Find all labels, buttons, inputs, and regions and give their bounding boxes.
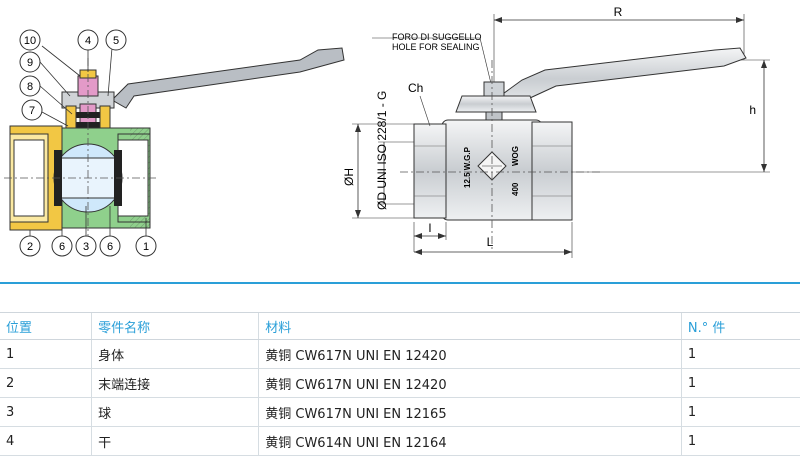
callout-3: 3	[75, 206, 97, 257]
table-header-row: 位置 零件名称 材料 N.° 件	[0, 312, 800, 340]
callout-8: 8	[19, 75, 73, 115]
header-material: 材料	[258, 312, 682, 340]
cell-position: 3	[0, 397, 92, 427]
mark-wog: WOG	[511, 146, 520, 166]
cell-part-name: 末端连接	[91, 368, 259, 398]
callout-2: 2	[19, 230, 41, 257]
hex-left	[413, 123, 447, 219]
dim-thread: ØD UNI ISO 228/1 - G	[375, 91, 389, 210]
hex-right	[531, 121, 573, 221]
callout-10: 10	[19, 29, 81, 77]
cell-material: 黄铜 CW617N UNI EN 12420	[258, 339, 682, 369]
svg-text:3: 3	[83, 241, 89, 253]
seal-label-it: FORO DI SUGGELLO	[392, 32, 482, 42]
cell-quantity: 1	[680, 426, 800, 456]
header-quantity: N.° 件	[680, 312, 800, 340]
section-divider	[0, 282, 800, 284]
table-row: 3 球 黄铜 CW617N UNI EN 12165 1	[0, 397, 800, 427]
cell-part-name: 球	[91, 397, 259, 427]
svg-text:10: 10	[24, 35, 36, 47]
header-part-name: 零件名称	[91, 312, 259, 340]
cell-part-name: 干	[91, 426, 259, 456]
dim-l: l	[429, 221, 432, 235]
table-row: 2 末端连接 黄铜 CW617N UNI EN 12420 1	[0, 368, 800, 398]
dim-H: ØH	[342, 168, 356, 186]
callout-6-left: 6	[51, 206, 73, 257]
callout-1: 1	[135, 218, 157, 257]
exterior-lever	[499, 47, 747, 111]
section-view: 10 4 5 9 8 7 2	[4, 29, 345, 257]
cell-quantity: 1	[680, 368, 800, 398]
table-row: 1 身体 黄铜 CW617N UNI EN 12420 1	[0, 339, 800, 369]
parts-table: 位置 零件名称 材料 N.° 件 1 身体 黄铜 CW617N UNI EN 1…	[0, 312, 800, 456]
dim-Ch: Ch	[408, 81, 423, 95]
callout-6-right: 6	[99, 206, 121, 257]
technical-drawing: 10 4 5 9 8 7 2	[4, 5, 770, 258]
callout-5: 5	[105, 29, 127, 97]
svg-text:8: 8	[27, 81, 33, 93]
cell-quantity: 1	[680, 397, 800, 427]
callout-4: 4	[77, 29, 99, 72]
svg-text:6: 6	[59, 241, 65, 253]
cell-material: 黄铜 CW617N UNI EN 12420	[258, 368, 682, 398]
svg-text:7: 7	[29, 105, 35, 117]
cell-position: 1	[0, 339, 92, 369]
dim-h: h	[749, 103, 756, 117]
table-row: 4 干 黄铜 CW614N UNI EN 12164 1	[0, 426, 800, 456]
dim-R: R	[614, 5, 623, 19]
mark-wgp: 12.5 W.G.P	[463, 146, 472, 188]
cell-part-name: 身体	[91, 339, 259, 369]
cell-material: 黄铜 CW614N UNI EN 12164	[258, 426, 682, 456]
cell-position: 4	[0, 426, 92, 456]
cell-position: 2	[0, 368, 92, 398]
svg-text:4: 4	[85, 35, 91, 47]
svg-text:9: 9	[27, 57, 33, 69]
exterior-view: R FORO DI SUGGELLO HOLE FOR SEALING h 1	[342, 5, 770, 258]
cell-quantity: 1	[680, 339, 800, 369]
seal-label-en: HOLE FOR SEALING	[392, 42, 480, 52]
svg-text:6: 6	[107, 241, 113, 253]
header-position: 位置	[0, 312, 92, 340]
callout-9: 9	[19, 51, 71, 97]
svg-text:1: 1	[143, 241, 149, 253]
cell-material: 黄铜 CW617N UNI EN 12165	[258, 397, 682, 427]
svg-text:2: 2	[27, 241, 33, 253]
svg-text:5: 5	[113, 35, 119, 47]
mark-400: 400	[511, 182, 520, 196]
dim-L: L	[487, 235, 494, 249]
callout-7: 7	[21, 99, 69, 127]
section-lever	[111, 47, 345, 109]
